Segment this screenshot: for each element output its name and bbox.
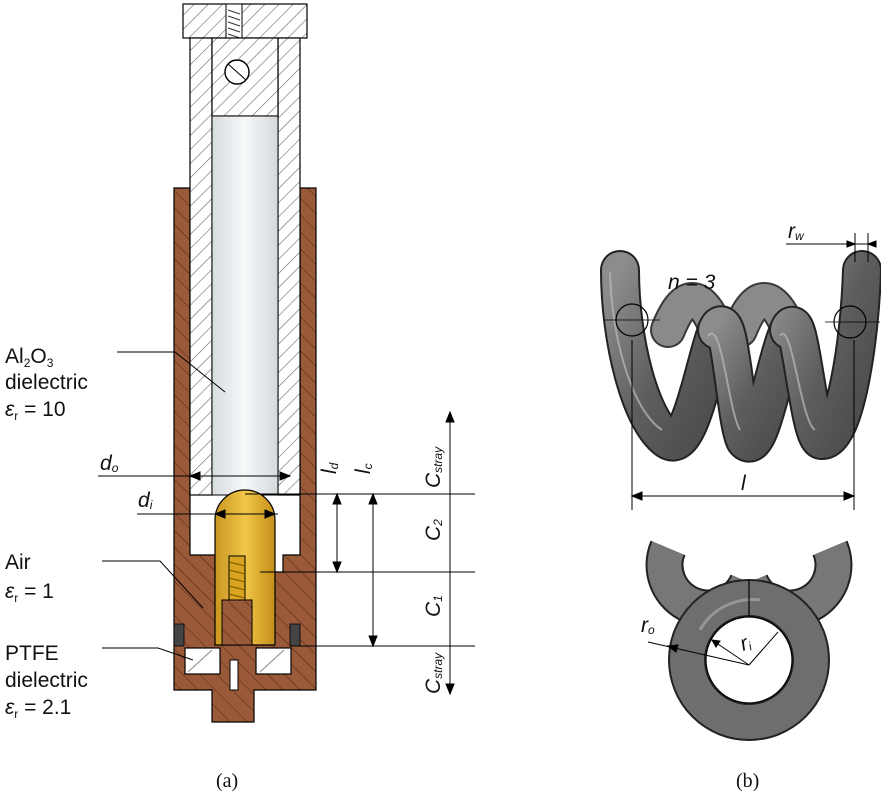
coil-end-view (645, 540, 853, 741)
air-eps-sub: r (14, 591, 18, 605)
ld-label: ld (318, 462, 341, 474)
ptfe-ring-right (255, 647, 292, 675)
svg-text:εr = 2.1: εr = 2.1 (5, 696, 71, 721)
l-label: l (741, 472, 747, 495)
lc-main: l (352, 468, 375, 474)
steel-cap (182, 3, 308, 39)
ro-sub: o (648, 623, 655, 637)
cstray-top-sub: stray (431, 446, 445, 473)
al2o3-eps: ε (5, 398, 15, 421)
rw-sub: w (795, 229, 805, 243)
dim-do (98, 471, 292, 481)
ptfe-text: PTFE (5, 642, 59, 665)
c2-sub: 2 (431, 519, 445, 527)
inner-screw-thread (228, 561, 246, 599)
c2-main: C (422, 525, 445, 541)
ptfe-eps: ε (5, 696, 15, 719)
resonator-section (173, 3, 317, 723)
al2o3-sub-2: 2 (24, 356, 31, 370)
ptfe-dielectric-text: dielectric (5, 669, 88, 692)
di-label: di (138, 489, 153, 512)
steel-wall-right (277, 37, 301, 496)
ptfe-eps-val: = 2.1 (18, 696, 71, 719)
label-air: Air εr = 1 (5, 551, 54, 605)
cstray-top-main: C (422, 472, 445, 488)
cstray-bot-sub: stray (431, 652, 445, 679)
cstray-bot-label: Cstray (422, 652, 445, 694)
dim-ld (332, 492, 342, 574)
dim-di (137, 509, 278, 519)
air-eps: ε (5, 580, 15, 603)
alumina-tube (211, 115, 279, 496)
steel-wall-left (189, 37, 213, 496)
svg-text:εr = 1: εr = 1 (5, 580, 54, 605)
lc-sub: c (361, 463, 375, 469)
ro-main: r (641, 614, 649, 637)
svg-text:εr = 10: εr = 10 (5, 398, 66, 423)
n-turns-text: n = 3 (668, 271, 716, 294)
cstray-top-label: Cstray (422, 446, 445, 488)
rw-main: r (788, 220, 796, 243)
svg-text:Al2O3: Al2O3 (5, 345, 54, 370)
caption-b: (b) (736, 770, 759, 792)
rw-label: rw (788, 220, 805, 243)
center-pin (221, 599, 253, 646)
c1-label: C1 (422, 595, 445, 617)
coil-side-view (600, 250, 881, 463)
al2o3-dielectric-text: dielectric (5, 371, 88, 394)
do-sub: o (112, 461, 119, 475)
ri-sub: i (746, 639, 754, 653)
ld-main: l (318, 468, 341, 474)
do-label: do (100, 452, 119, 475)
label-ptfe: PTFE dielectric εr = 2.1 (5, 642, 88, 721)
n-turns-label: n = 3 (668, 271, 716, 294)
al2o3-eps-val: = 10 (18, 398, 65, 421)
dim-rw (786, 233, 877, 262)
air-eps-val: = 1 (18, 580, 54, 603)
al2o3-eps-sub: r (14, 409, 18, 423)
al2o3-sub-3: 3 (47, 356, 54, 370)
ld-sub: d (327, 462, 341, 469)
dim-l (630, 340, 856, 510)
ro-label: ro (641, 614, 655, 637)
ptfe-eps-sub: r (14, 707, 18, 721)
air-text: Air (5, 551, 31, 574)
caption-a: (a) (216, 770, 238, 792)
dim-lc (368, 492, 378, 648)
al2o3-text-a: Al (5, 345, 24, 368)
cstray-bot-main: C (422, 678, 445, 694)
c1-sub: 1 (431, 595, 445, 602)
c1-main: C (422, 601, 445, 617)
c2-label: C2 (422, 519, 445, 541)
lc-label: lc (352, 463, 375, 474)
di-main: d (138, 489, 151, 512)
di-sub: i (150, 498, 153, 512)
dim-capacitances (444, 410, 456, 696)
dim-ro-ri (647, 631, 779, 666)
al2o3-text-b: O (30, 345, 46, 368)
do-main: d (100, 452, 113, 475)
label-al2o3: Al2O3 dielectric εr = 10 (5, 345, 88, 423)
leader-lines (102, 351, 226, 661)
